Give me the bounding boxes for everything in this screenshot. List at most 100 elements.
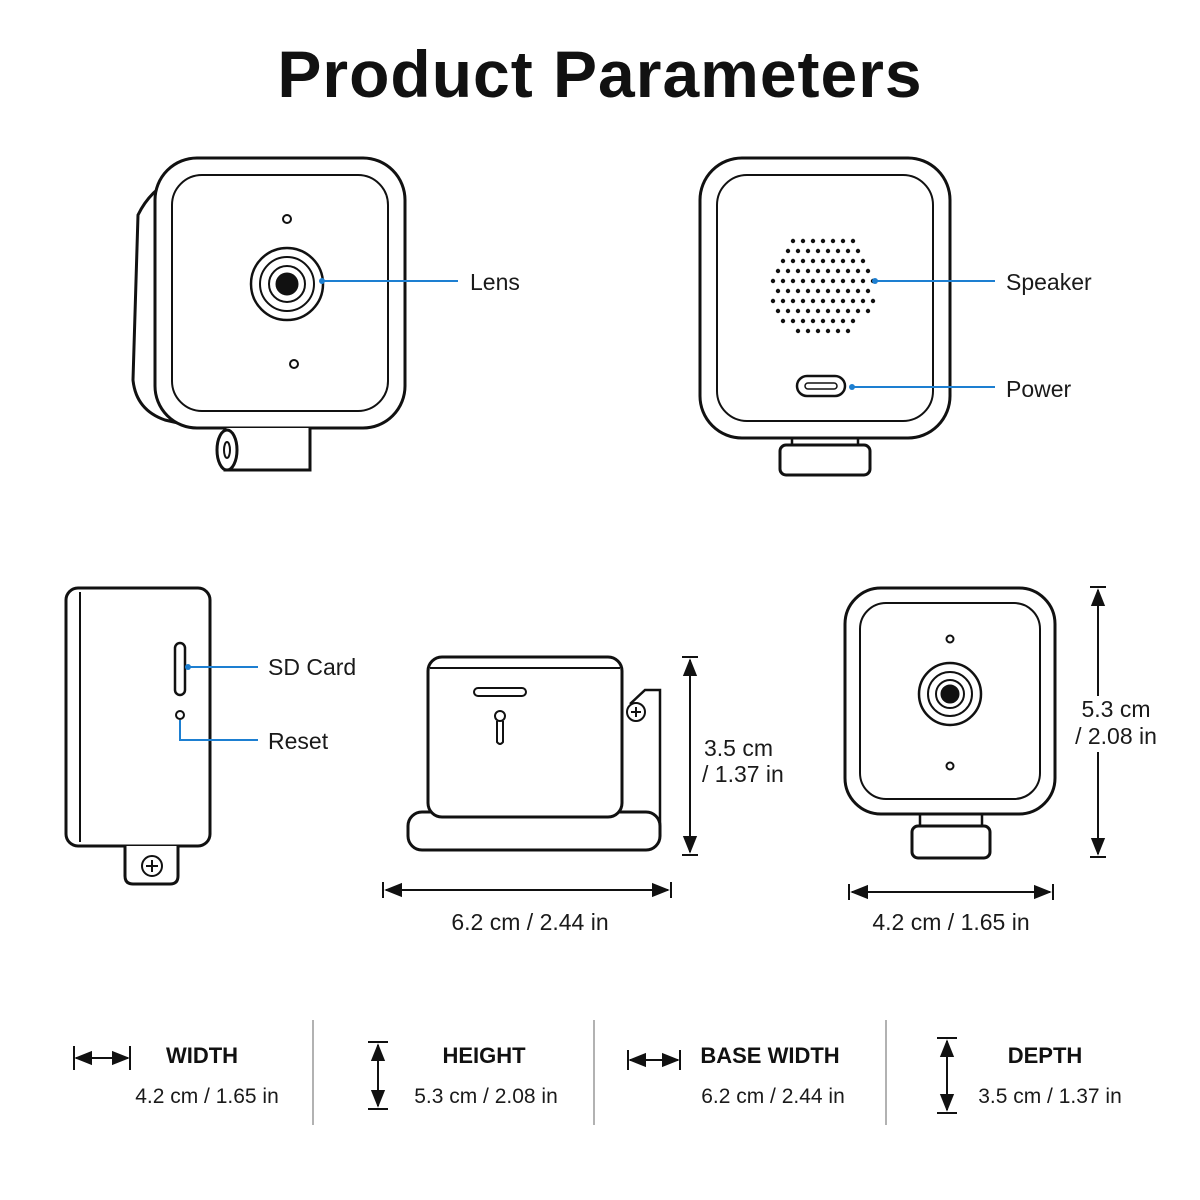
vertical-arrow-icon — [368, 1041, 388, 1110]
speaker-hole — [810, 258, 816, 264]
base-depth-label-line2: / 1.37 in — [702, 761, 784, 787]
speaker-hole — [785, 288, 791, 294]
power-callout: Power — [849, 376, 1072, 402]
speaker-hole — [780, 278, 786, 284]
speaker-callout: Speaker — [872, 269, 1092, 295]
spec-depth: DEPTH 3.5 cm / 1.37 in — [937, 1037, 1122, 1114]
speaker-hole — [795, 248, 801, 254]
speaker-hole — [825, 268, 831, 274]
speaker-hole — [850, 278, 856, 284]
speaker-hole — [820, 238, 826, 244]
speaker-hole — [800, 258, 806, 264]
speaker-hole — [835, 328, 841, 334]
speaker-hole — [840, 258, 846, 264]
speaker-hole — [830, 258, 836, 264]
speaker-hole — [790, 318, 796, 324]
speaker-hole — [840, 278, 846, 284]
speaker-hole — [805, 308, 811, 314]
speaker-hole — [780, 298, 786, 304]
speaker-hole — [790, 258, 796, 264]
speaker-hole — [775, 268, 781, 274]
lens-label: Lens — [470, 269, 520, 295]
spec-width-label: WIDTH — [166, 1043, 238, 1068]
speaker-hole — [795, 288, 801, 294]
vertical-arrow-icon — [937, 1037, 957, 1114]
base-width-label: 6.2 cm / 2.44 in — [451, 909, 608, 935]
speaker-hole — [785, 308, 791, 314]
speaker-hole — [840, 298, 846, 304]
front-width-dimension: 4.2 cm / 1.65 in — [848, 884, 1054, 935]
speaker-hole — [835, 268, 841, 274]
spec-strip: WIDTH 4.2 cm / 1.65 in HEIGHT 5.3 cm / 2… — [73, 1020, 1122, 1125]
speaker-hole — [820, 298, 826, 304]
speaker-hole — [830, 298, 836, 304]
speaker-hole — [850, 298, 856, 304]
spec-depth-value: 3.5 cm / 1.37 in — [978, 1085, 1122, 1108]
sd-card-label: SD Card — [268, 654, 356, 680]
front-height-dimension: 5.3 cm / 2.08 in — [1075, 586, 1164, 858]
speaker-grille-icon — [770, 238, 876, 334]
speaker-hole — [810, 318, 816, 324]
speaker-hole — [825, 328, 831, 334]
speaker-hole — [845, 308, 851, 314]
speaker-hole — [865, 288, 871, 294]
speaker-hole — [815, 248, 821, 254]
speaker-hole — [795, 328, 801, 334]
speaker-hole — [825, 288, 831, 294]
spec-width: WIDTH 4.2 cm / 1.65 in — [73, 1043, 279, 1108]
speaker-hole — [870, 298, 876, 304]
speaker-hole — [835, 308, 841, 314]
horizontal-arrow-icon — [73, 1046, 131, 1070]
speaker-hole — [790, 238, 796, 244]
speaker-hole — [800, 278, 806, 284]
speaker-hole — [840, 318, 846, 324]
speaker-label: Speaker — [1006, 269, 1092, 295]
speaker-hole — [795, 268, 801, 274]
speaker-hole — [790, 278, 796, 284]
speaker-hole — [835, 248, 841, 254]
speaker-hole — [810, 278, 816, 284]
speaker-hole — [800, 318, 806, 324]
speaker-hole — [860, 278, 866, 284]
speaker-hole — [805, 288, 811, 294]
speaker-hole — [770, 298, 776, 304]
spec-depth-label: DEPTH — [1008, 1043, 1083, 1068]
spec-height-value: 5.3 cm / 2.08 in — [414, 1085, 558, 1108]
usb-c-port-icon — [795, 374, 847, 398]
base-depth-dimension: 3.5 cm / 1.37 in — [682, 656, 784, 856]
lens-callout: Lens — [319, 269, 520, 295]
speaker-hole — [800, 298, 806, 304]
lens-icon — [917, 661, 983, 727]
spec-width-value: 4.2 cm / 1.65 in — [135, 1085, 279, 1108]
spec-height: HEIGHT 5.3 cm / 2.08 in — [368, 1041, 558, 1110]
camera-front-dimension-view — [843, 586, 1057, 860]
speaker-hole — [770, 278, 776, 284]
speaker-hole — [840, 238, 846, 244]
screw-icon — [141, 855, 163, 877]
speaker-hole — [805, 328, 811, 334]
lens-icon — [249, 246, 325, 322]
speaker-hole — [825, 248, 831, 254]
speaker-hole — [845, 268, 851, 274]
speaker-hole — [865, 308, 871, 314]
speaker-hole — [855, 248, 861, 254]
spec-height-label: HEIGHT — [442, 1043, 526, 1068]
speaker-hole — [775, 308, 781, 314]
spec-base-width-value: 6.2 cm / 2.44 in — [701, 1085, 845, 1108]
keyhole-icon — [494, 710, 506, 745]
reset-callout: Reset — [179, 720, 329, 754]
speaker-hole — [820, 318, 826, 324]
speaker-hole — [815, 308, 821, 314]
spec-base-width-label: BASE WIDTH — [700, 1043, 839, 1068]
speaker-hole — [780, 318, 786, 324]
speaker-hole — [845, 288, 851, 294]
speaker-hole — [855, 268, 861, 274]
horizontal-arrow-icon — [627, 1050, 681, 1070]
sd-card-slot-icon — [173, 641, 187, 697]
speaker-hole — [865, 268, 871, 274]
speaker-hole — [835, 288, 841, 294]
speaker-hole — [845, 248, 851, 254]
speaker-hole — [810, 298, 816, 304]
reset-button-icon — [175, 710, 185, 720]
